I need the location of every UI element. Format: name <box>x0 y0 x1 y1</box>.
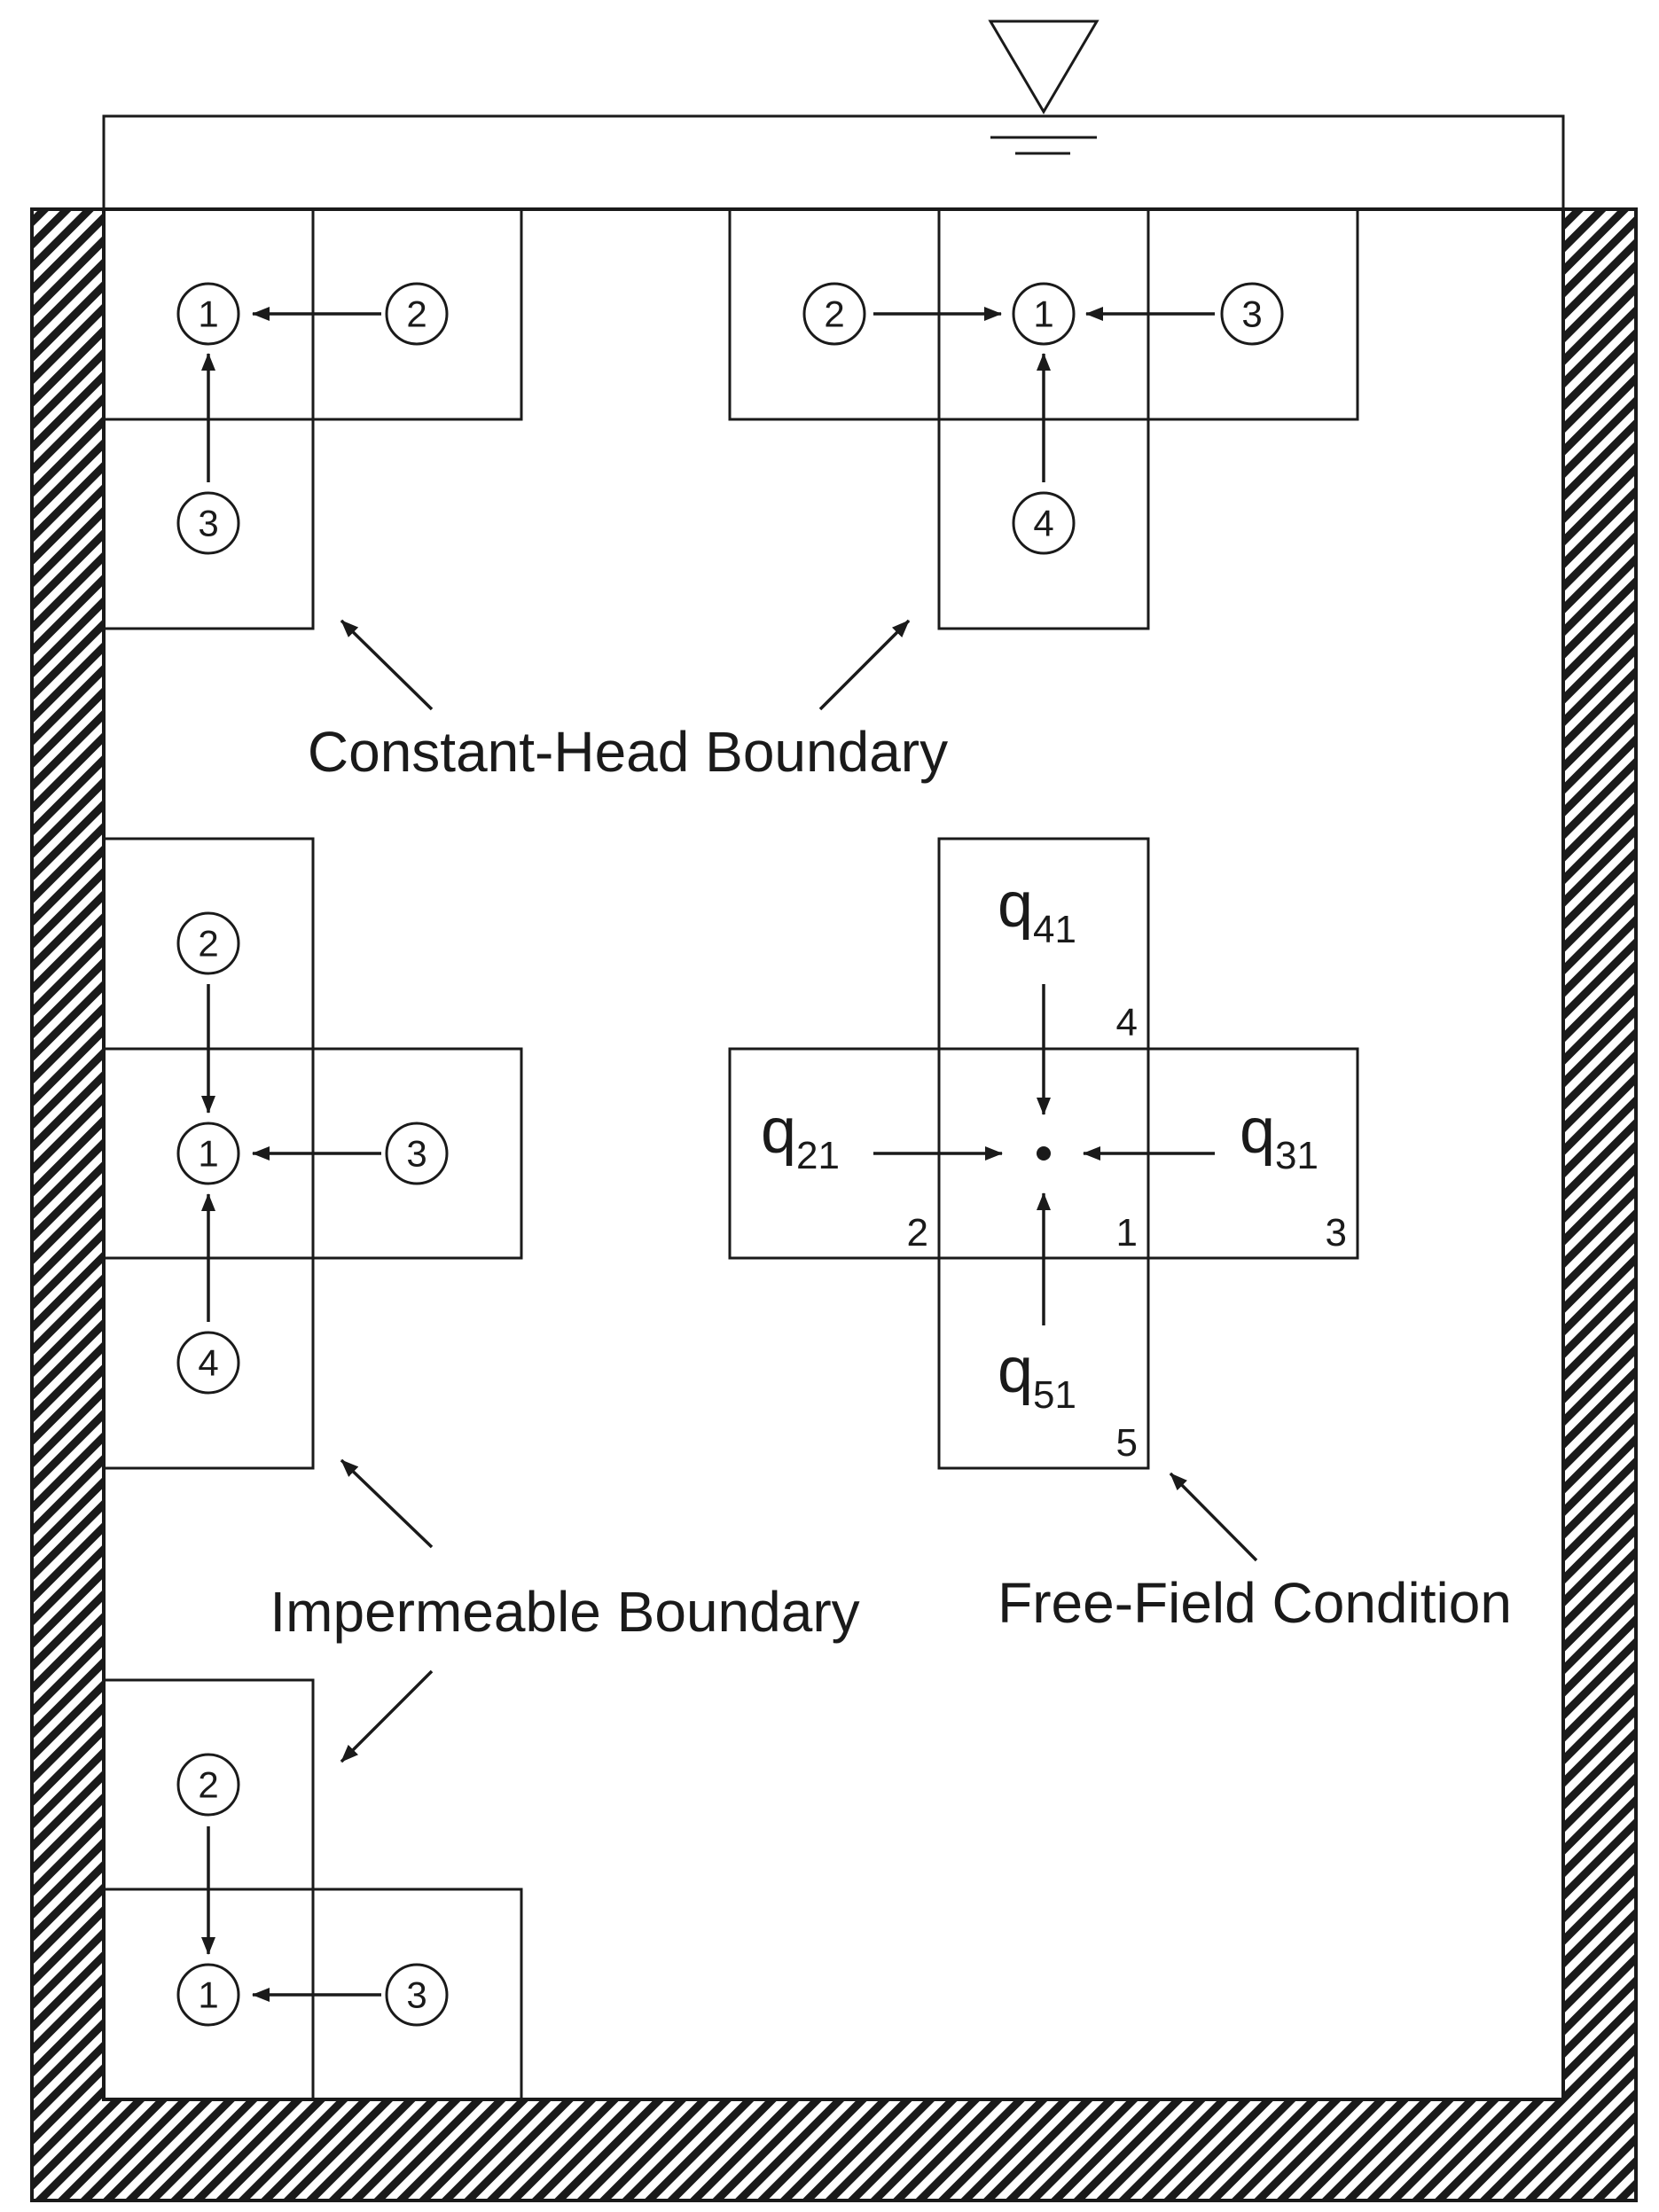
pointer-arrow <box>818 619 911 711</box>
free-field-callout: Free-Field Condition <box>998 1472 1512 1635</box>
node-2-label: 2 <box>198 923 218 965</box>
stencil-constant-head-corner: 1 2 3 <box>102 209 523 630</box>
stencil-impermeable-corner: 1 2 3 <box>102 1678 523 2099</box>
node-2-circle <box>176 1753 240 1817</box>
node-3-label: 3 <box>198 503 218 544</box>
impermeable-walls <box>30 207 1638 2202</box>
flux-label-q51: q51 <box>998 1335 1076 1417</box>
cell-number-3: 3 <box>1326 1211 1347 1255</box>
node-1-circle <box>176 1122 240 1185</box>
node-2-circle <box>176 911 240 975</box>
cell-number-4: 4 <box>1116 1001 1138 1044</box>
center-node-dot <box>1037 1146 1051 1161</box>
impermeable-callout: Impermeable Boundary <box>270 1458 860 1763</box>
flux-label-q21: q21 <box>761 1096 840 1177</box>
cell-number-1: 1 <box>1116 1211 1138 1255</box>
node-2-label: 2 <box>198 1764 218 1806</box>
node-3-label: 3 <box>1241 293 1262 335</box>
node-4-label: 4 <box>198 1342 218 1384</box>
hatched-wall <box>30 207 1638 2202</box>
pointer-arrow <box>340 619 434 711</box>
reservoir <box>102 20 1565 209</box>
constant-head-callout: Constant-Head Boundary <box>308 619 948 784</box>
cell-number-5: 5 <box>1116 1421 1138 1465</box>
cell-number-2: 2 <box>907 1211 928 1255</box>
node-2-label: 2 <box>406 293 426 335</box>
node-4-circle <box>1012 491 1076 555</box>
node-2-circle <box>385 282 449 346</box>
pointer-arrow <box>340 1669 434 1763</box>
node-3-label: 3 <box>406 1133 426 1175</box>
node-1-circle <box>1012 282 1076 346</box>
node-4-label: 4 <box>1033 503 1053 544</box>
stencil-impermeable-side: 1 2 3 4 <box>102 837 523 1470</box>
node-1-label: 1 <box>198 293 218 335</box>
node-2-label: 2 <box>824 293 844 335</box>
reservoir-outline <box>102 114 1565 209</box>
node-1-label: 1 <box>198 1974 218 2016</box>
stencil-free-field: q41 q21 q31 q51 4 2 1 3 5 <box>728 837 1359 1470</box>
node-4-circle <box>176 1331 240 1395</box>
flux-label-q41: q41 <box>998 870 1076 951</box>
node-1-circle <box>176 282 240 346</box>
node-2-circle <box>802 282 866 346</box>
flux-label-q31: q31 <box>1240 1096 1319 1177</box>
free-field-label: Free-Field Condition <box>998 1571 1512 1635</box>
stencil-cell-outline <box>104 209 523 421</box>
node-3-circle <box>385 1122 449 1185</box>
water-level-triangle-icon <box>988 20 1099 114</box>
stencil-constant-head-middle: 1 2 3 4 <box>728 207 1359 630</box>
node-1-label: 1 <box>198 1133 218 1175</box>
node-3-label: 3 <box>406 1974 426 2016</box>
constant-head-label: Constant-Head Boundary <box>308 720 948 784</box>
node-1-label: 1 <box>1033 293 1053 335</box>
pointer-arrow <box>340 1458 434 1549</box>
node-3-circle <box>385 1963 449 2027</box>
water-level-symbol <box>988 20 1099 155</box>
node-3-circle <box>1220 282 1284 346</box>
stencil-cell-outline <box>104 1888 523 2099</box>
impermeable-label: Impermeable Boundary <box>270 1580 859 1644</box>
node-3-circle <box>176 491 240 555</box>
node-1-circle <box>176 1963 240 2027</box>
pointer-arrow <box>1169 1472 1258 1562</box>
